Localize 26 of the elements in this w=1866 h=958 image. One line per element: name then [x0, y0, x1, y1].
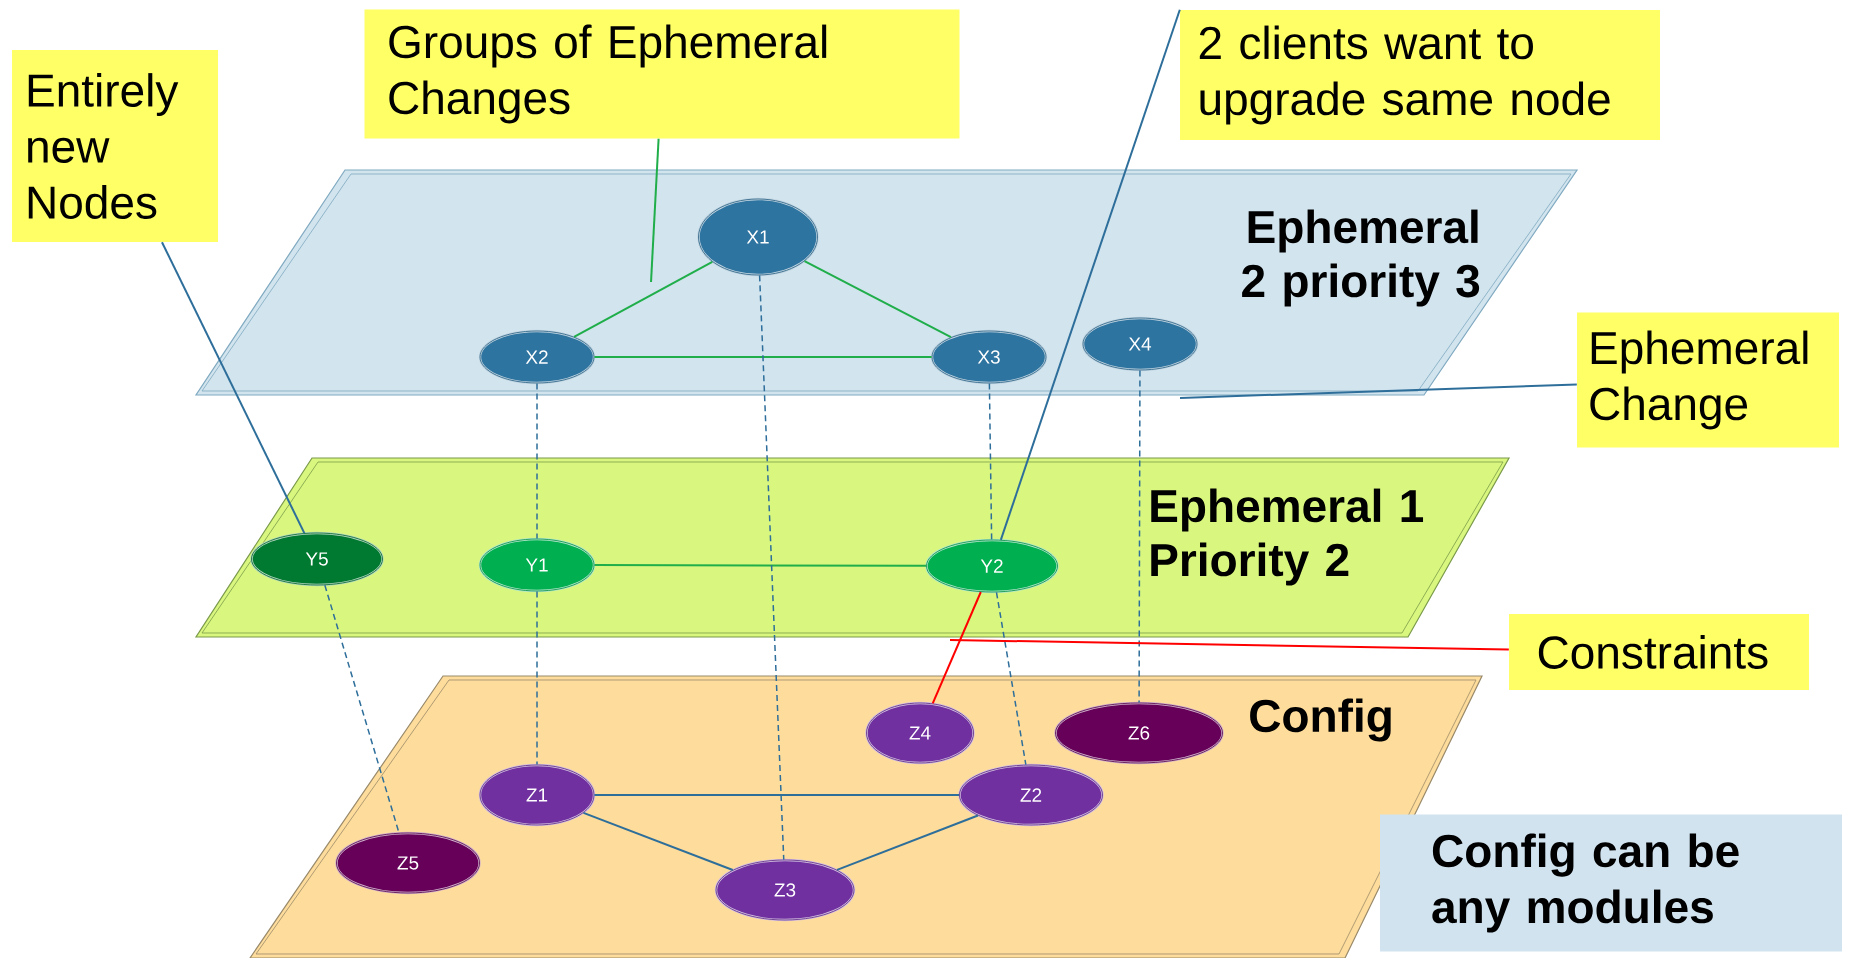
callout-box: Entirely new Nodes [12, 50, 218, 242]
connector-line [988, 382, 993, 541]
connector-line [803, 260, 952, 339]
callout-box: 2 clients want to upgrade same node [1180, 10, 1660, 140]
connector-line [593, 794, 961, 796]
connector-line [582, 811, 734, 871]
connector-line [931, 591, 982, 705]
leader-line [1179, 383, 1578, 399]
leader-line [650, 137, 660, 283]
connector-line [758, 274, 785, 861]
callout-box: Groups of Ephemeral Changes [364, 9, 960, 139]
connector-line [593, 356, 933, 358]
callout-box: Config can be any modules [1380, 814, 1842, 952]
callout-box: Constraints [1509, 614, 1809, 690]
leader-line [999, 8, 1181, 541]
connector-line [536, 590, 538, 766]
connector-line [1138, 369, 1141, 704]
connector-line [573, 260, 714, 338]
leader-line [161, 241, 306, 535]
connector-line [324, 584, 400, 834]
connector-line [995, 591, 1027, 766]
connector-line [593, 564, 928, 567]
callout-box: Ephemeral Change [1577, 312, 1839, 448]
leader-line [949, 639, 1510, 651]
connector-line [836, 814, 979, 871]
connector-line [536, 382, 538, 540]
